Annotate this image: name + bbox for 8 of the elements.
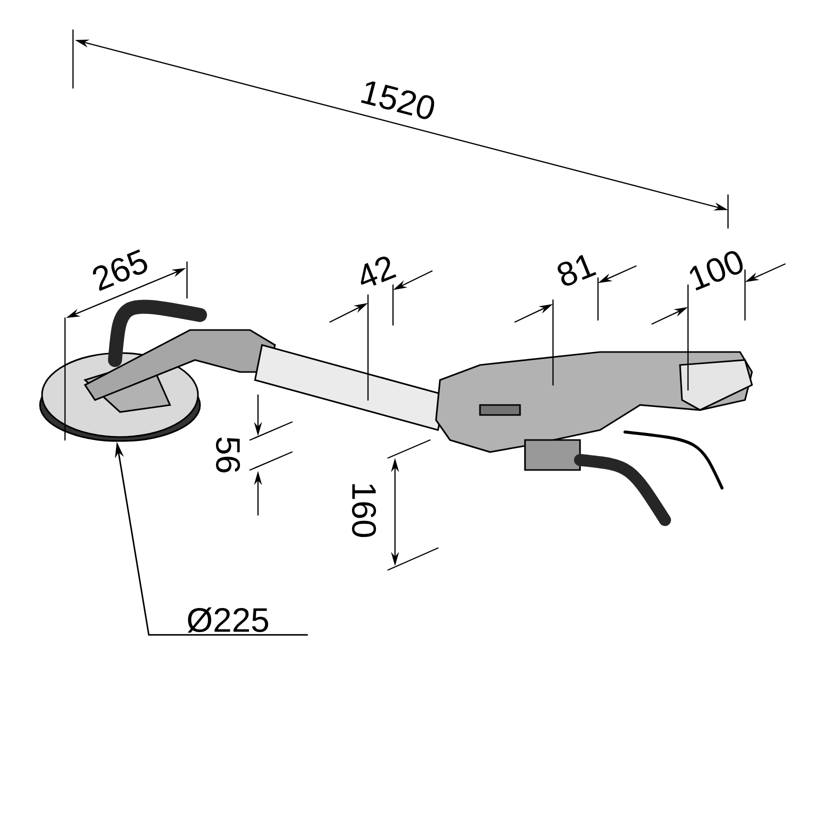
dimension-label: 1520 — [360, 81, 434, 120]
dimension-label: Ø225 — [188, 607, 268, 633]
dimension-label: 42 — [360, 256, 396, 286]
dimension-label: 81 — [558, 254, 596, 286]
dimension-label: 56 — [216, 437, 240, 472]
dimension-label: 100 — [690, 251, 743, 290]
dimension-label: 265 — [92, 249, 148, 292]
dimension-label: 160 — [352, 484, 376, 538]
